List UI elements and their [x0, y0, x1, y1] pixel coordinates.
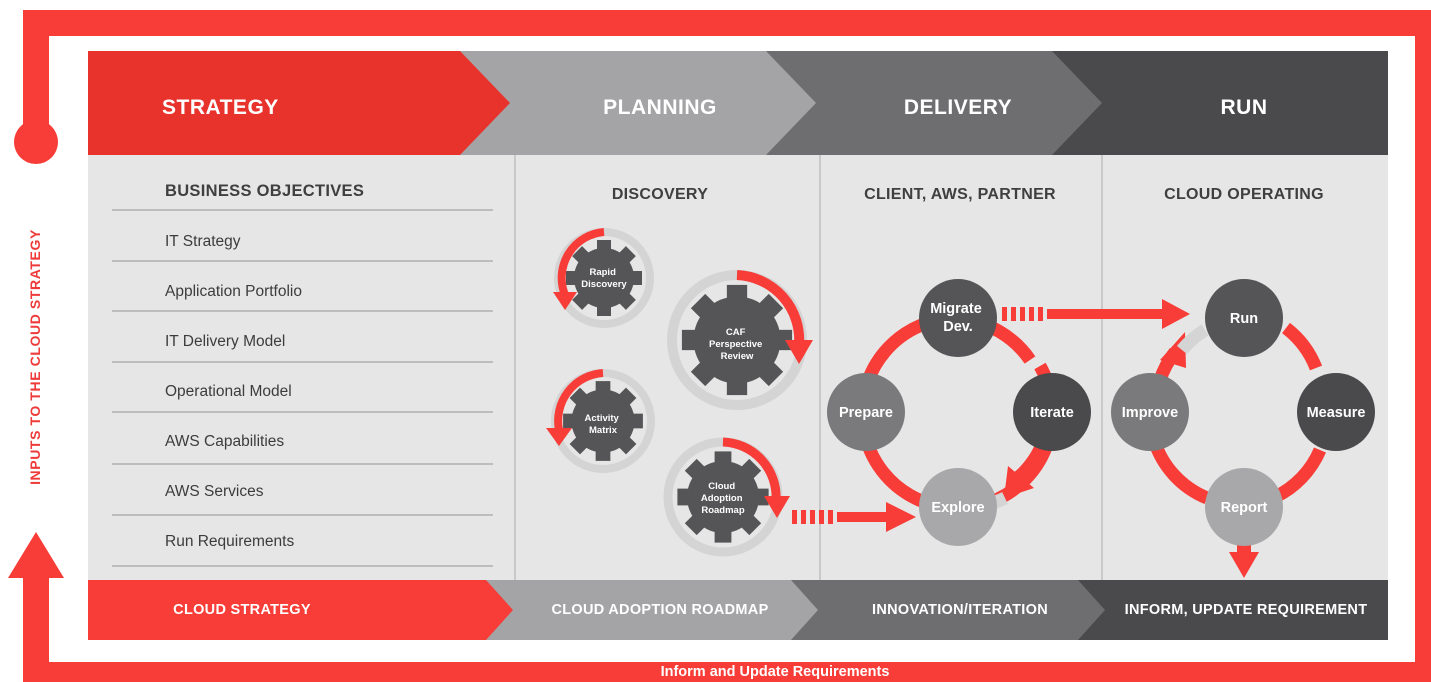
node-migrate-line2: Dev. [943, 319, 973, 335]
gear-cloud-adoption-roadmap [663, 437, 790, 557]
divider [112, 565, 493, 567]
gear-label-rapid-line1: Rapid [589, 267, 616, 278]
footer-inform-update: INFORM, UPDATE REQUIREMENT [1124, 602, 1368, 618]
gear-label-activity-line1: Activity [585, 413, 620, 424]
node-explore: Explore [931, 500, 984, 516]
footer-innovation-iteration: INNOVATION/ITERATION [872, 602, 1048, 618]
run-nodes [1111, 279, 1375, 546]
inputs-side-label: INPUTS TO THE CLOUD STRATEGY [24, 196, 46, 518]
node-measure: Measure [1307, 405, 1366, 421]
node-migrate-dev: Migrate Dev. [930, 301, 986, 335]
cloud-operating-title: CLOUD OPERATING [1164, 186, 1324, 203]
divider [112, 310, 493, 312]
objective-item: Application Portfolio [165, 283, 302, 300]
node-run: Run [1230, 311, 1258, 327]
gear-label-roadmap: Cloud Adoption Roadmap [701, 481, 745, 516]
phase-footer-bar [88, 580, 1388, 640]
gear-label-rapid-discovery: Rapid Discovery [581, 267, 627, 290]
planning-header-bg [458, 51, 816, 155]
header-strategy: STRATEGY [162, 96, 279, 119]
footer-cloud-adoption-roadmap: CLOUD ADOPTION ROADMAP [551, 602, 769, 618]
gear-rapid-discovery [553, 228, 654, 328]
footer-cloud-strategy: CLOUD STRATEGY [173, 602, 311, 618]
objective-item: Run Requirements [165, 533, 295, 550]
gear-label-caf-line1: CAF [726, 327, 746, 338]
objective-item: IT Delivery Model [165, 333, 286, 350]
arrow-migrate-to-run [1002, 299, 1190, 329]
objective-item: Operational Model [165, 383, 292, 400]
strategy-header-bg [88, 51, 510, 155]
bottom-feedback-label: Inform and Update Requirements [660, 664, 890, 680]
divider [112, 260, 493, 262]
gear-label-caf-line3: Review [721, 351, 754, 362]
delivery-header-bg [765, 51, 1102, 155]
arrow-roadmap-to-explore [792, 502, 916, 532]
divider [112, 209, 493, 211]
gear-label-rapid-line2: Discovery [581, 279, 627, 290]
node-prepare: Prepare [839, 405, 893, 421]
header-run: RUN [1220, 96, 1268, 119]
node-report: Report [1221, 500, 1268, 516]
discovery-title: DISCOVERY [611, 186, 709, 203]
gear-label-roadmap-line2: Adoption [701, 493, 743, 504]
node-iterate: Iterate [1030, 405, 1074, 421]
run-header-bg [1040, 51, 1388, 155]
gear-label-activity-matrix: Activity Matrix [585, 413, 622, 436]
objective-item: AWS Capabilities [165, 433, 285, 450]
client-aws-partner-title: CLIENT, AWS, PARTNER [864, 186, 1056, 203]
gear-label-roadmap-line1: Cloud [708, 481, 735, 492]
gear-activity-matrix [546, 369, 655, 473]
divider [112, 361, 493, 363]
gear-label-roadmap-line3: Roadmap [701, 505, 744, 516]
gear-label-caf: CAF Perspective Review [709, 327, 765, 362]
divider [112, 514, 493, 516]
outer-frame [8, 10, 1431, 682]
gear-caf-perspective-review [667, 270, 813, 410]
phase-header-bar [88, 51, 1388, 155]
objective-item: AWS Services [165, 483, 264, 500]
objective-item: IT Strategy [165, 233, 241, 250]
header-planning: PLANNING [603, 96, 717, 119]
inputs-side-label-text: INPUTS TO THE CLOUD STRATEGY [27, 229, 43, 485]
business-objectives-title: BUSINESS OBJECTIVES [165, 182, 365, 200]
gear-label-caf-line2: Perspective [709, 339, 762, 350]
node-migrate-line1: Migrate [930, 301, 982, 317]
divider [112, 411, 493, 413]
divider [112, 463, 493, 465]
delivery-nodes [827, 279, 1091, 546]
header-delivery: DELIVERY [903, 96, 1013, 119]
gear-label-activity-line2: Matrix [589, 425, 618, 436]
node-improve: Improve [1122, 405, 1178, 421]
